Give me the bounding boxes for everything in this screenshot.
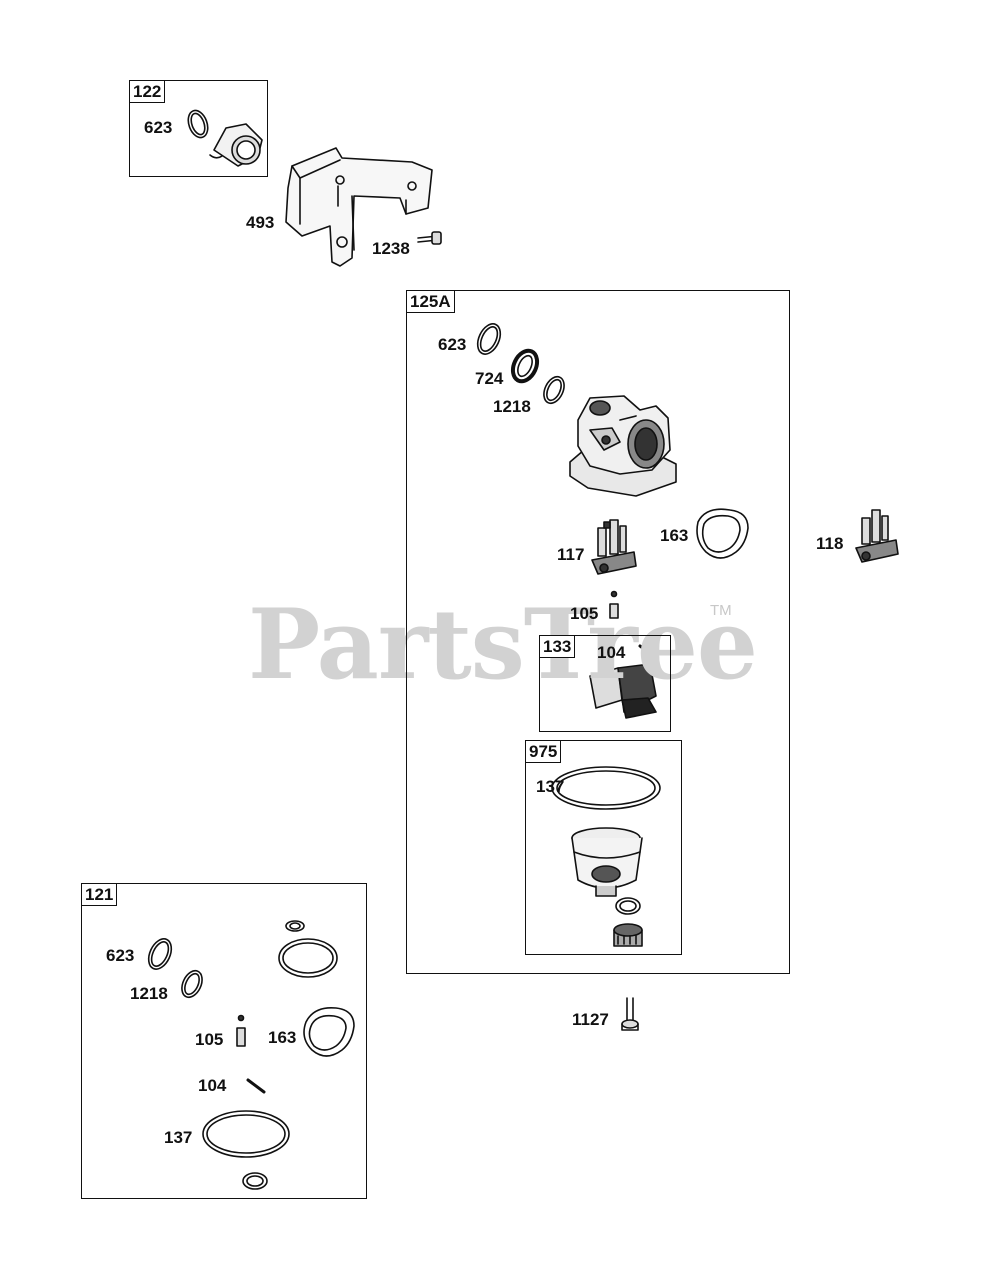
kit-tag-125a: 125A [406, 290, 455, 313]
washer-small-kit121 [285, 920, 305, 932]
carburetor-body-part [569, 395, 677, 497]
label-117: 117 [557, 545, 585, 564]
kit-tag-122: 122 [129, 80, 166, 103]
kit-box-125a [406, 290, 790, 974]
float-bowl-part [571, 827, 643, 897]
jet-105-kit125a [609, 590, 619, 619]
kit-box-122 [129, 80, 268, 177]
gasket-163-kit125a [696, 508, 749, 559]
label-118: 118 [816, 534, 844, 553]
kit-tag-133: 133 [539, 635, 576, 658]
solenoid-117-part [591, 519, 637, 575]
label-724: 724 [475, 369, 504, 388]
label-105-kit121: 105 [195, 1030, 224, 1049]
oring-623-kit125a [476, 323, 502, 355]
intake-elbow-part [209, 123, 263, 167]
label-493: 493 [246, 213, 275, 232]
solenoid-118-part [855, 509, 899, 563]
label-623-kit121: 623 [106, 946, 135, 965]
label-1218-kit125a: 1218 [493, 397, 531, 416]
label-623-kit122: 623 [144, 118, 173, 137]
oring-623-kit121 [147, 938, 173, 970]
oring-1218-kit125a [543, 375, 565, 405]
label-1218-kit121: 1218 [130, 984, 168, 1003]
jet-105-kit121 [236, 1014, 246, 1047]
label-1127: 1127 [572, 1010, 609, 1029]
kit-box-121 [81, 883, 367, 1199]
pin-104-kit121 [246, 1078, 266, 1094]
oring-137-kit975 [551, 766, 661, 810]
kit-tag-121: 121 [81, 883, 118, 906]
screw-1127-part [621, 997, 639, 1031]
float-part [589, 663, 657, 719]
oring-623-kit122 [187, 109, 209, 139]
bracket-493-part [285, 147, 433, 267]
kit-tag-975: 975 [525, 740, 562, 763]
watermark-brand: PartsTree [248, 588, 758, 701]
label-623-kit125a: 623 [438, 335, 467, 354]
label-163-kit125a: 163 [660, 526, 689, 545]
label-137-kit121: 137 [164, 1128, 193, 1147]
washer-bottom-kit121 [242, 1172, 268, 1190]
label-104-kit125a: 104 [597, 643, 626, 662]
bowl-washer-part [615, 897, 641, 915]
oring-1218-kit121 [181, 969, 203, 999]
gasket-163-kit121 [303, 1006, 355, 1057]
kit-box-133 [539, 635, 671, 732]
label-105-kit125a: 105 [570, 604, 599, 623]
pin-104-kit125a [638, 644, 656, 658]
bolt-1238-part [417, 231, 442, 245]
bowl-nut-part [613, 923, 643, 947]
oring-large-kit121 [278, 938, 338, 978]
watermark-trademark: TM [710, 602, 732, 619]
gasket-724-part [510, 348, 540, 384]
oring-137-kit121 [202, 1110, 290, 1158]
label-104-kit121: 104 [198, 1076, 227, 1095]
label-137-kit975: 137 [536, 777, 565, 796]
label-1238: 1238 [372, 239, 410, 258]
label-163-kit121: 163 [268, 1028, 297, 1047]
kit-box-975 [525, 740, 682, 955]
